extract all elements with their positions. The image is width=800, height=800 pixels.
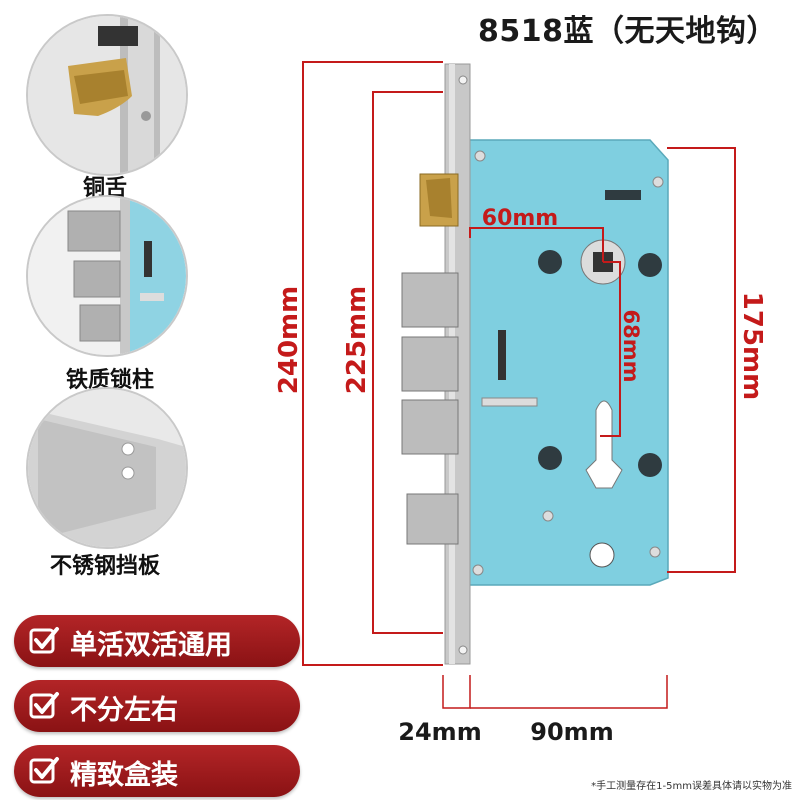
checkbox-icon bbox=[29, 757, 59, 784]
iron-bolts-illustration bbox=[28, 197, 186, 355]
label-240: 240mm bbox=[274, 286, 304, 394]
product-title: 8518蓝（无天地钩） bbox=[478, 14, 777, 49]
dim-line-175 bbox=[667, 147, 736, 573]
dim-line-240 bbox=[302, 61, 443, 666]
checkbox-icon bbox=[29, 627, 59, 654]
brass-latch-photo bbox=[26, 14, 188, 176]
dim-line-24 bbox=[442, 675, 471, 709]
cylinder-hole bbox=[585, 400, 623, 489]
badge-label: 单活双活通用 bbox=[70, 630, 232, 661]
checkbox-icon bbox=[29, 692, 59, 719]
badge-any-hand: 不分左右 bbox=[14, 680, 300, 732]
deadlatch bbox=[406, 493, 459, 545]
label-60: 60mm bbox=[482, 206, 558, 231]
bolt-1 bbox=[401, 272, 459, 328]
steel-strike-plate-illustration bbox=[28, 389, 186, 547]
label-175: 175mm bbox=[737, 292, 767, 400]
badge-single-double: 单活双活通用 bbox=[14, 615, 300, 667]
dim-line-90 bbox=[470, 675, 668, 709]
bolt-3 bbox=[401, 399, 459, 455]
iron-bolts-photo bbox=[26, 195, 188, 357]
badge-label: 精致盒装 bbox=[70, 760, 178, 791]
badge-gift-box: 精致盒装 bbox=[14, 745, 300, 797]
label-24: 24mm bbox=[398, 718, 481, 746]
caption-steel-strike-plate: 不锈钢挡板 bbox=[49, 554, 160, 579]
label-90: 90mm bbox=[530, 718, 613, 746]
badge-label: 不分左右 bbox=[70, 695, 178, 726]
brass-latch-illustration bbox=[28, 16, 186, 174]
dim-line-68 bbox=[600, 261, 621, 437]
label-225: 225mm bbox=[342, 286, 372, 394]
bolt-2 bbox=[401, 336, 459, 392]
measurement-note: *手工测量存在1-5mm误差具体请以实物为准 bbox=[591, 781, 792, 792]
label-68: 68mm bbox=[619, 310, 643, 383]
dim-line-60 bbox=[469, 227, 604, 262]
dim-line-225 bbox=[372, 91, 443, 634]
steel-strike-plate-photo bbox=[26, 387, 188, 549]
